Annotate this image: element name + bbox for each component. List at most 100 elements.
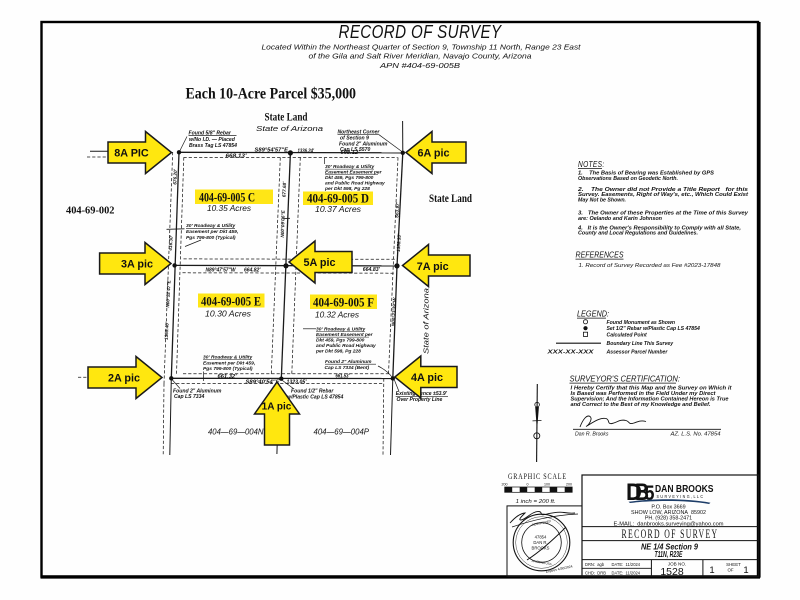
svg-text:Supervision; And the Informati: Supervision; And the Information Contain… [571, 396, 729, 402]
svg-text:DATE: 11/2024: DATE: 11/2024 [612, 571, 641, 576]
svg-text:Dan R. Brooks: Dan R. Brooks [575, 431, 609, 437]
svg-text:SHOW LOW, ARIZONA 85902: SHOW LOW, ARIZONA 85902 [631, 510, 706, 516]
svg-text:Found Monument as Shown: Found Monument as Shown [607, 320, 676, 326]
svg-text:S89°54'57"E: S89°54'57"E [255, 147, 289, 153]
svg-text:8A PIC: 8A PIC [114, 148, 149, 160]
svg-text:GRAPHIC SCALE: GRAPHIC SCALE [508, 471, 567, 481]
svg-text:T11N, R23E: T11N, R23E [655, 550, 683, 559]
svg-text:1323.05': 1323.05' [287, 379, 308, 385]
svg-text:1A pic: 1A pic [262, 402, 292, 413]
svg-text:30' Roadway & Utility: 30' Roadway & Utility [186, 223, 236, 229]
svg-text:10.35 Acres: 10.35 Acres [207, 204, 251, 213]
svg-text:XXX-XX-XXX: XXX-XX-XXX [546, 350, 594, 356]
svg-text:and Correct to the Best of my: and Correct to the Best of my Knowledge … [571, 402, 711, 408]
svg-text:Easement per Dkt 459,: Easement per Dkt 459, [203, 360, 255, 366]
svg-text:Found 2" Aluminum: Found 2" Aluminum [325, 359, 372, 365]
svg-text:I Hereby Certify that this Map: I Hereby Certify that this Map and the S… [571, 385, 732, 391]
svg-text:P.O. Box 3669: P.O. Box 3669 [651, 504, 685, 510]
svg-text:4A pic: 4A pic [411, 372, 443, 384]
svg-text:30' Roadway & Utility: 30' Roadway & Utility [325, 164, 375, 170]
svg-text:NE 1/4 Section 9: NE 1/4 Section 9 [641, 543, 699, 552]
svg-text:1: 1 [709, 565, 714, 576]
svg-text:Observations Based on Geodetic: Observations Based on Geodetic North. [578, 176, 678, 182]
svg-text:404-69-005 F: 404-69-005 F [313, 296, 374, 310]
svg-text:DAN BROOKS: DAN BROOKS [655, 483, 714, 495]
svg-text:AZ. L.S. No. 47854: AZ. L.S. No. 47854 [669, 431, 720, 437]
svg-text:JOB NO.: JOB NO. [668, 561, 686, 566]
svg-text:404-69-005 D: 404-69-005 D [307, 192, 369, 206]
svg-text:State Land: State Land [429, 191, 472, 205]
svg-text:404-69-002: 404-69-002 [66, 204, 115, 216]
svg-text:Found 5/8" Rebar: Found 5/8" Rebar [189, 131, 232, 137]
svg-text:SURVEYOR'S CERTIFICATION:: SURVEYOR'S CERTIFICATION: [570, 374, 681, 384]
svg-text:May Not be Shown.: May Not be Shown. [578, 197, 626, 203]
svg-text:668.12': 668.12' [341, 150, 361, 156]
svg-text:LEGEND:: LEGEND: [577, 309, 610, 319]
svg-text:and Public Road Highway: and Public Road Highway [325, 181, 385, 187]
svg-text:State of Arizona: State of Arizona [256, 124, 323, 133]
svg-text:1: 1 [743, 565, 748, 576]
svg-text:Cap LS 7334: Cap LS 7334 [174, 394, 204, 400]
svg-text:Dkt 459, Pgs 799-800: Dkt 459, Pgs 799-800 [325, 175, 374, 181]
svg-text:Easement Easement per: Easement Easement per [325, 170, 383, 176]
svg-text:3. The Owner of these Proper: 3. The Owner of these Properties at the … [578, 211, 749, 217]
svg-text:DRN: agb: DRN: agb [585, 562, 605, 567]
svg-text:per Dkt 598, Pg 228: per Dkt 598, Pg 228 [315, 348, 361, 354]
svg-text:Over Property Line: Over Property Line [397, 397, 443, 403]
svg-text:State of Arizona: State of Arizona [421, 288, 430, 354]
svg-text:S89°40'54"E: S89°40'54"E [246, 379, 281, 385]
svg-text:County and Local Regulations a: County and Local Regulations and Guideli… [578, 231, 698, 237]
svg-text:RECORD OF SURVEY: RECORD OF SURVEY [622, 527, 719, 541]
svg-text:E-MAIL: danbrooks.surveying@y: E-MAIL: danbrooks.surveying@yahoo.com [614, 521, 725, 527]
svg-text:1 inch = 200 ft.: 1 inch = 200 ft. [516, 499, 556, 505]
svg-text:2A pic: 2A pic [108, 372, 140, 384]
svg-text:PH. (928) 358-2471: PH. (928) 358-2471 [645, 516, 692, 522]
svg-text:Expires 4/30/2024: Expires 4/30/2024 [545, 564, 573, 574]
svg-text:DATE: 11/2024: DATE: 11/2024 [612, 562, 641, 567]
svg-text:Cap LS 5570: Cap LS 5570 [340, 147, 370, 153]
svg-text:677.68': 677.68' [282, 181, 288, 198]
svg-text:Dkt 459, Pgs 799-800: Dkt 459, Pgs 799-800 [316, 338, 365, 344]
svg-text:Found 2" Aluminum: Found 2" Aluminum [339, 141, 388, 147]
svg-text:3A pic: 3A pic [121, 258, 153, 270]
svg-text:N89°47'57"W: N89°47'57"W [206, 267, 237, 273]
svg-text:are: Oelando and Karin Johnson: are: Oelando and Karin Johnson [578, 216, 662, 222]
svg-text:663.97': 663.97' [394, 201, 400, 218]
svg-text:0: 0 [527, 483, 529, 487]
svg-text:Is Based was Performed in the: Is Based was Performed in the Field Unde… [571, 391, 716, 397]
svg-text:Pgs 799-800 (Typical): Pgs 799-800 (Typical) [203, 366, 253, 372]
svg-text:State Land: State Land [265, 110, 308, 124]
svg-text:of Section 9: of Section 9 [340, 136, 369, 142]
svg-text:664.83': 664.83' [363, 267, 381, 273]
svg-text:200: 200 [502, 483, 508, 487]
svg-text:404-69-005 C: 404-69-005 C [199, 190, 255, 204]
svg-text:7A pic: 7A pic [417, 261, 449, 273]
svg-text:404-69-005 E: 404-69-005 E [201, 294, 261, 308]
svg-text:47854: 47854 [535, 535, 547, 540]
svg-text:B: B [635, 479, 649, 506]
svg-text:661.32': 661.32' [218, 374, 238, 380]
svg-text:NOTES:: NOTES: [578, 159, 605, 169]
svg-text:Assessor Parcel Number: Assessor Parcel Number [606, 350, 669, 356]
svg-text:Located Within the Northeast Q: Located Within the Northeast Quarter of … [262, 43, 582, 52]
svg-text:404—69—004N: 404—69—004N [208, 426, 264, 436]
svg-text:Easement Easement per: Easement Easement per [316, 332, 374, 338]
svg-text:5: 5 [645, 482, 655, 505]
svg-text:Brass Tag LS 47854: Brass Tag LS 47854 [189, 143, 237, 149]
svg-text:1365.40': 1365.40' [164, 321, 170, 340]
svg-text:BROOKS: BROOKS [532, 546, 550, 551]
svg-text:668.13': 668.13' [226, 154, 248, 160]
svg-text:of the Gila and Salt River Mer: of the Gila and Salt River Meridian, Nav… [309, 52, 532, 61]
svg-text:w/Plastic Cap LS 47854: w/Plastic Cap LS 47854 [287, 394, 344, 400]
svg-text:661.53': 661.53' [336, 373, 351, 379]
svg-text:30' Roadway & Utility: 30' Roadway & Utility [316, 326, 366, 332]
svg-text:100: 100 [544, 483, 550, 487]
svg-text:Each 10-Acre Parcel $35,000: Each 10-Acre Parcel $35,000 [186, 86, 357, 103]
svg-text:RECORD OF SURVEY: RECORD OF SURVEY [339, 21, 503, 42]
svg-text:APN #404-69-005B: APN #404-69-005B [379, 61, 461, 70]
svg-text:Boundary Line This Survey: Boundary Line This Survey [607, 341, 675, 347]
svg-text:1528: 1528 [660, 566, 684, 578]
svg-text:REGISTERED: REGISTERED [531, 519, 552, 527]
svg-text:676.20': 676.20' [172, 168, 178, 185]
svg-text:1336.24': 1336.24' [298, 148, 315, 154]
